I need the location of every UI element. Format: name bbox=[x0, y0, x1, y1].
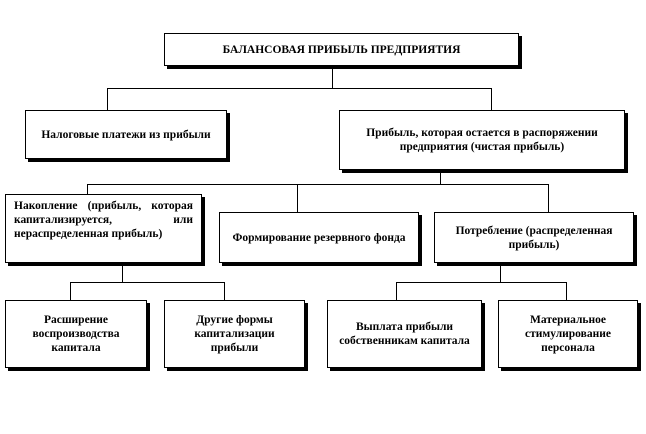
retained-profit-label: Прибыль, которая остается в распоряжении… bbox=[366, 127, 598, 153]
connector-accumulation-down bbox=[122, 263, 123, 282]
incentives-box: Материальное стимулирование персонала bbox=[498, 300, 638, 368]
tax-payments-box: Налоговые платежи из прибыли bbox=[25, 110, 227, 159]
root-box: БАЛАНСОВАЯ ПРИБЫЛЬ ПРЕДПРИЯТИЯ bbox=[164, 33, 519, 66]
dividends-box: Выплата прибыли собственникам капитала bbox=[327, 300, 482, 368]
connector-accumulation-up bbox=[87, 184, 88, 194]
connector-expansion-up bbox=[70, 282, 71, 300]
connector-retained-up bbox=[491, 88, 492, 110]
connector-consumption-down bbox=[500, 263, 501, 282]
connector-reserve-up bbox=[297, 184, 298, 212]
connector-level3-left-bar bbox=[70, 282, 225, 283]
connector-other-up bbox=[224, 282, 225, 300]
accumulation-label: Накопление (прибыль, которая капитализир… bbox=[14, 200, 193, 240]
dividends-label: Выплата прибыли собственникам капитала bbox=[339, 321, 470, 347]
connector-level1-bar bbox=[107, 88, 492, 89]
connector-tax-up bbox=[107, 88, 108, 110]
reserve-fund-box: Формирование резервного фонда bbox=[219, 212, 419, 263]
other-forms-box: Другие формы капитализации прибыли bbox=[164, 300, 305, 368]
connector-root-down bbox=[332, 66, 333, 88]
connector-retained-down bbox=[440, 170, 441, 184]
connector-level2-bar bbox=[87, 184, 548, 185]
connector-dividends-up bbox=[396, 282, 397, 300]
retained-profit-box: Прибыль, которая остается в распоряжении… bbox=[339, 110, 625, 170]
tax-payments-label: Налоговые платежи из прибыли bbox=[41, 128, 211, 141]
reserve-fund-label: Формирование резервного фонда bbox=[232, 231, 406, 244]
other-forms-label: Другие формы капитализации прибыли bbox=[194, 314, 275, 354]
accumulation-box: Накопление (прибыль, которая капитализир… bbox=[5, 194, 202, 263]
consumption-label: Потребление (распределенная прибыль) bbox=[455, 224, 613, 251]
expansion-box: Расширение воспроизводства капитала bbox=[5, 300, 147, 368]
connector-incentives-up bbox=[566, 282, 567, 300]
connector-level3-right-bar bbox=[396, 282, 567, 283]
incentives-label: Материальное стимулирование персонала bbox=[525, 314, 611, 354]
expansion-label: Расширение воспроизводства капитала bbox=[32, 314, 120, 354]
connector-consumption-up bbox=[548, 184, 549, 212]
root-label: БАЛАНСОВАЯ ПРИБЫЛЬ ПРЕДПРИЯТИЯ bbox=[222, 43, 461, 56]
consumption-box: Потребление (распределенная прибыль) bbox=[434, 212, 634, 263]
